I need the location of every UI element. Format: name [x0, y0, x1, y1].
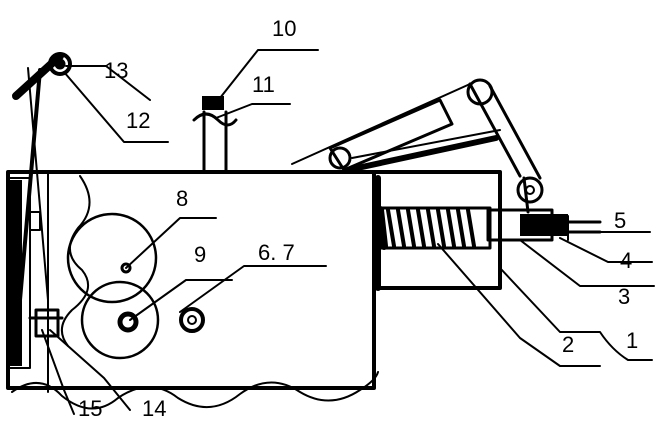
break-line	[11, 371, 379, 410]
label-2: 2	[562, 332, 574, 357]
label-4: 4	[620, 248, 632, 273]
label-12: 12	[126, 108, 150, 133]
label-13: 13	[104, 58, 128, 83]
push-rod-assembly	[486, 208, 602, 242]
label-6-7: 6. 7	[258, 240, 295, 265]
label-14: 14	[142, 396, 166, 421]
inclined-cylinder	[291, 78, 544, 214]
top-knob	[192, 96, 238, 174]
label-11: 11	[252, 72, 275, 97]
pull-rod	[12, 52, 72, 338]
compression-spring	[376, 206, 492, 250]
label-3: 3	[618, 284, 630, 309]
part-labels: 5 4 3 1 2 6. 7 8 9 10 11 12 13 14 15	[78, 16, 638, 421]
leader-lines	[41, 49, 655, 415]
gear-circles	[66, 212, 205, 360]
label-15: 15	[78, 396, 102, 421]
label-9: 9	[194, 242, 206, 267]
label-5: 5	[614, 208, 626, 233]
label-10: 10	[272, 16, 296, 41]
housing-block	[6, 170, 376, 393]
label-1: 1	[626, 328, 638, 353]
label-8: 8	[176, 186, 188, 211]
